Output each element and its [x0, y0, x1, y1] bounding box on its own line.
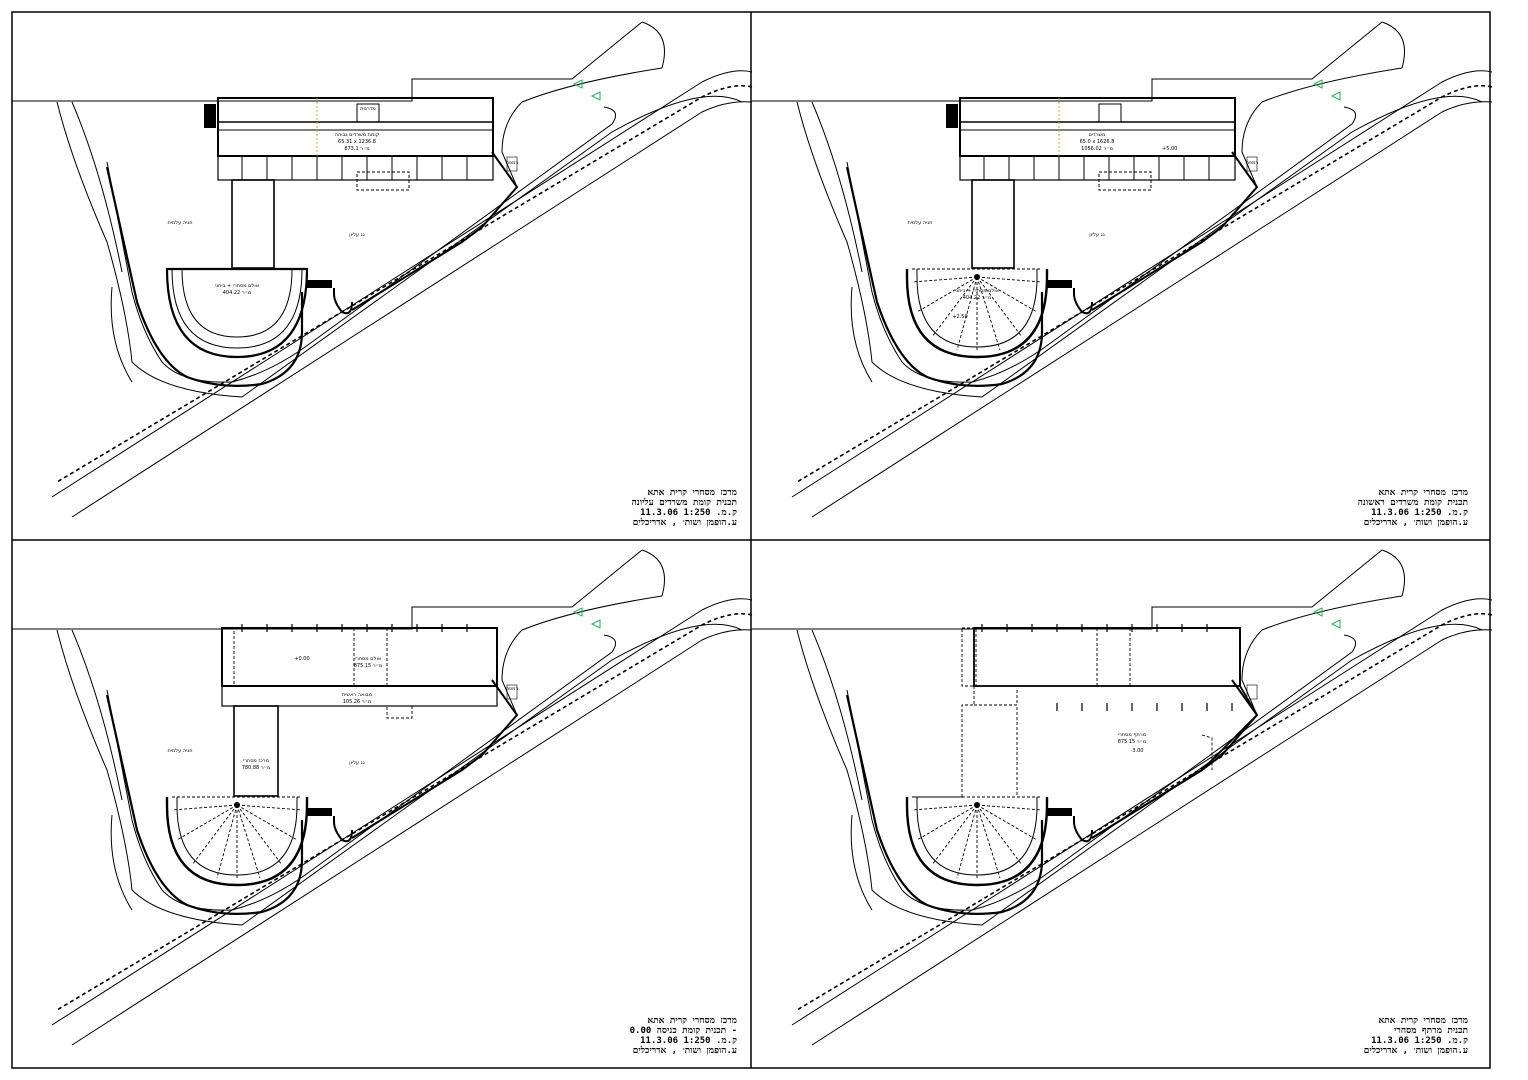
- basement-area-label: מ״ר 875.15: [1118, 739, 1147, 745]
- yard-label: גג עליון: [349, 760, 365, 766]
- office-area-label: 65.0 x 1626.8: [1080, 139, 1115, 145]
- title-block-bottom-left: מרכז מסחרי קרית אתא תכנית קומת כניסה 0.0…: [630, 1016, 738, 1056]
- labels-bottom-right: מרתף מסחרי מ״ר 875.15 -3.00: [1118, 732, 1147, 754]
- level-label: -3.00: [1131, 748, 1144, 754]
- panel-bottom-right: מרתף מסחרי מ״ר 875.15 -3.00 מרכז מסחרי ק…: [750, 548, 1494, 1056]
- title-line-1: מרכז מסחרי קרית אתא: [1378, 488, 1468, 498]
- title-line-1: מרכז מסחרי קרית אתא: [647, 1016, 737, 1026]
- yard-label: גג עליון: [349, 232, 365, 238]
- level-label: +0.00: [294, 656, 309, 662]
- labels-top-left: קומת משרדים גבוהה 65.31 x 1236.8 מ״ר 873…: [167, 106, 518, 296]
- side-label: רמפה: [506, 686, 519, 692]
- dome-label: אולם מסחרי + ביתני: [215, 283, 259, 289]
- title-line-2: תכנית קומת משרדים ראשונה: [1358, 498, 1468, 508]
- title-line-3: ק.מ. 1:250 11.3.06: [1371, 1036, 1468, 1046]
- title-line-4: ע.הופמן ושות׳ , אדריכלים: [633, 517, 737, 528]
- title-line-4: ע.הופמן ושות׳ , אדריכלים: [1364, 1045, 1468, 1056]
- title-block-bottom-right: מרכז מסחרי קרית אתא תכנית מרתף מסחרי ק.מ…: [1364, 1016, 1468, 1056]
- title-line-3: ק.מ. 1:250 11.3.06: [640, 508, 737, 518]
- title-block-top-right: מרכז מסחרי קרית אתא תכנית קומת משרדים רא…: [1358, 488, 1468, 528]
- shop-area-label: מ״ר 875.15: [354, 663, 383, 669]
- dome-area-label: מ״ר 404.22: [223, 290, 252, 296]
- labels-bottom-left: +0.00 אולם מסחרי מ״ר 875.15 מבואה ראשית …: [167, 656, 518, 771]
- side-label: רמפה: [506, 160, 519, 166]
- shop-label: אולם מסחרי: [355, 656, 381, 662]
- corridor-label: מרכז מסחרי: [243, 758, 269, 764]
- panel-top-right: משרדים 65.0 x 1626.8 מ״ר 1056.02 +5.00 א…: [750, 20, 1494, 528]
- title-line-3: ק.מ. 1:250 11.3.06: [1371, 508, 1468, 518]
- panel-top-left: קומת משרדים גבוהה 65.31 x 1236.8 מ״ר 873…: [10, 20, 754, 528]
- dome-area-label: מ״ר 404.22: [963, 295, 992, 301]
- dome-label: אולם מסחרי + ביתני: [955, 288, 999, 294]
- title-block-top-left: מרכז מסחרי קרית אתא תכנית קומת משרדים על…: [632, 488, 738, 528]
- title-line-2: תכנית קומת כניסה 0.00 -: [630, 1026, 737, 1036]
- office-area-label: 65.31 x 1236.8: [338, 139, 376, 145]
- side-label: רמפה: [1246, 160, 1259, 166]
- title-line-4: ע.הופמן ושות׳ , אדריכלים: [633, 1045, 737, 1056]
- title-line-1: מרכז מסחרי קרית אתא: [647, 488, 737, 498]
- labels-top-right: משרדים 65.0 x 1626.8 מ״ר 1056.02 +5.00 א…: [907, 132, 1258, 320]
- dome-level-label: +2.50: [952, 314, 967, 320]
- corridor-area-label: מ״ר 780.88: [242, 765, 271, 771]
- title-line-2: תכנית מרתף מסחרי: [1394, 1026, 1468, 1036]
- title-line-3: ק.מ. 1:250 11.3.06: [640, 1036, 737, 1046]
- parking-label: חניה עלמית: [167, 748, 192, 754]
- office-area2-label: מ״ר 873.1: [344, 146, 369, 152]
- title-line-2: תכנית קומת משרדים עליונה: [632, 497, 737, 508]
- level-label: +5.00: [1162, 146, 1177, 152]
- parking-label: חניה עלמית: [907, 220, 932, 226]
- parking-label: חניה עלמית: [167, 220, 192, 226]
- stair-label: מדרגות: [360, 106, 376, 112]
- office-hall-label: קומת משרדים גבוהה: [335, 132, 380, 138]
- yard-label: גג עליון: [1089, 232, 1105, 238]
- lobby-area-label: מ״ר 105.26: [343, 699, 372, 705]
- office-area2-label: מ״ר 1056.02: [1081, 146, 1113, 152]
- panel-bottom-left: +0.00 אולם מסחרי מ״ר 875.15 מבואה ראשית …: [10, 548, 754, 1056]
- office-hall-label: משרדים: [1089, 132, 1106, 138]
- basement-label: מרתף מסחרי: [1118, 732, 1146, 738]
- title-line-4: ע.הופמן ושות׳ , אדריכלים: [1364, 517, 1468, 528]
- title-line-1: מרכז מסחרי קרית אתא: [1378, 1016, 1468, 1026]
- lobby-label: מבואה ראשית: [342, 692, 372, 698]
